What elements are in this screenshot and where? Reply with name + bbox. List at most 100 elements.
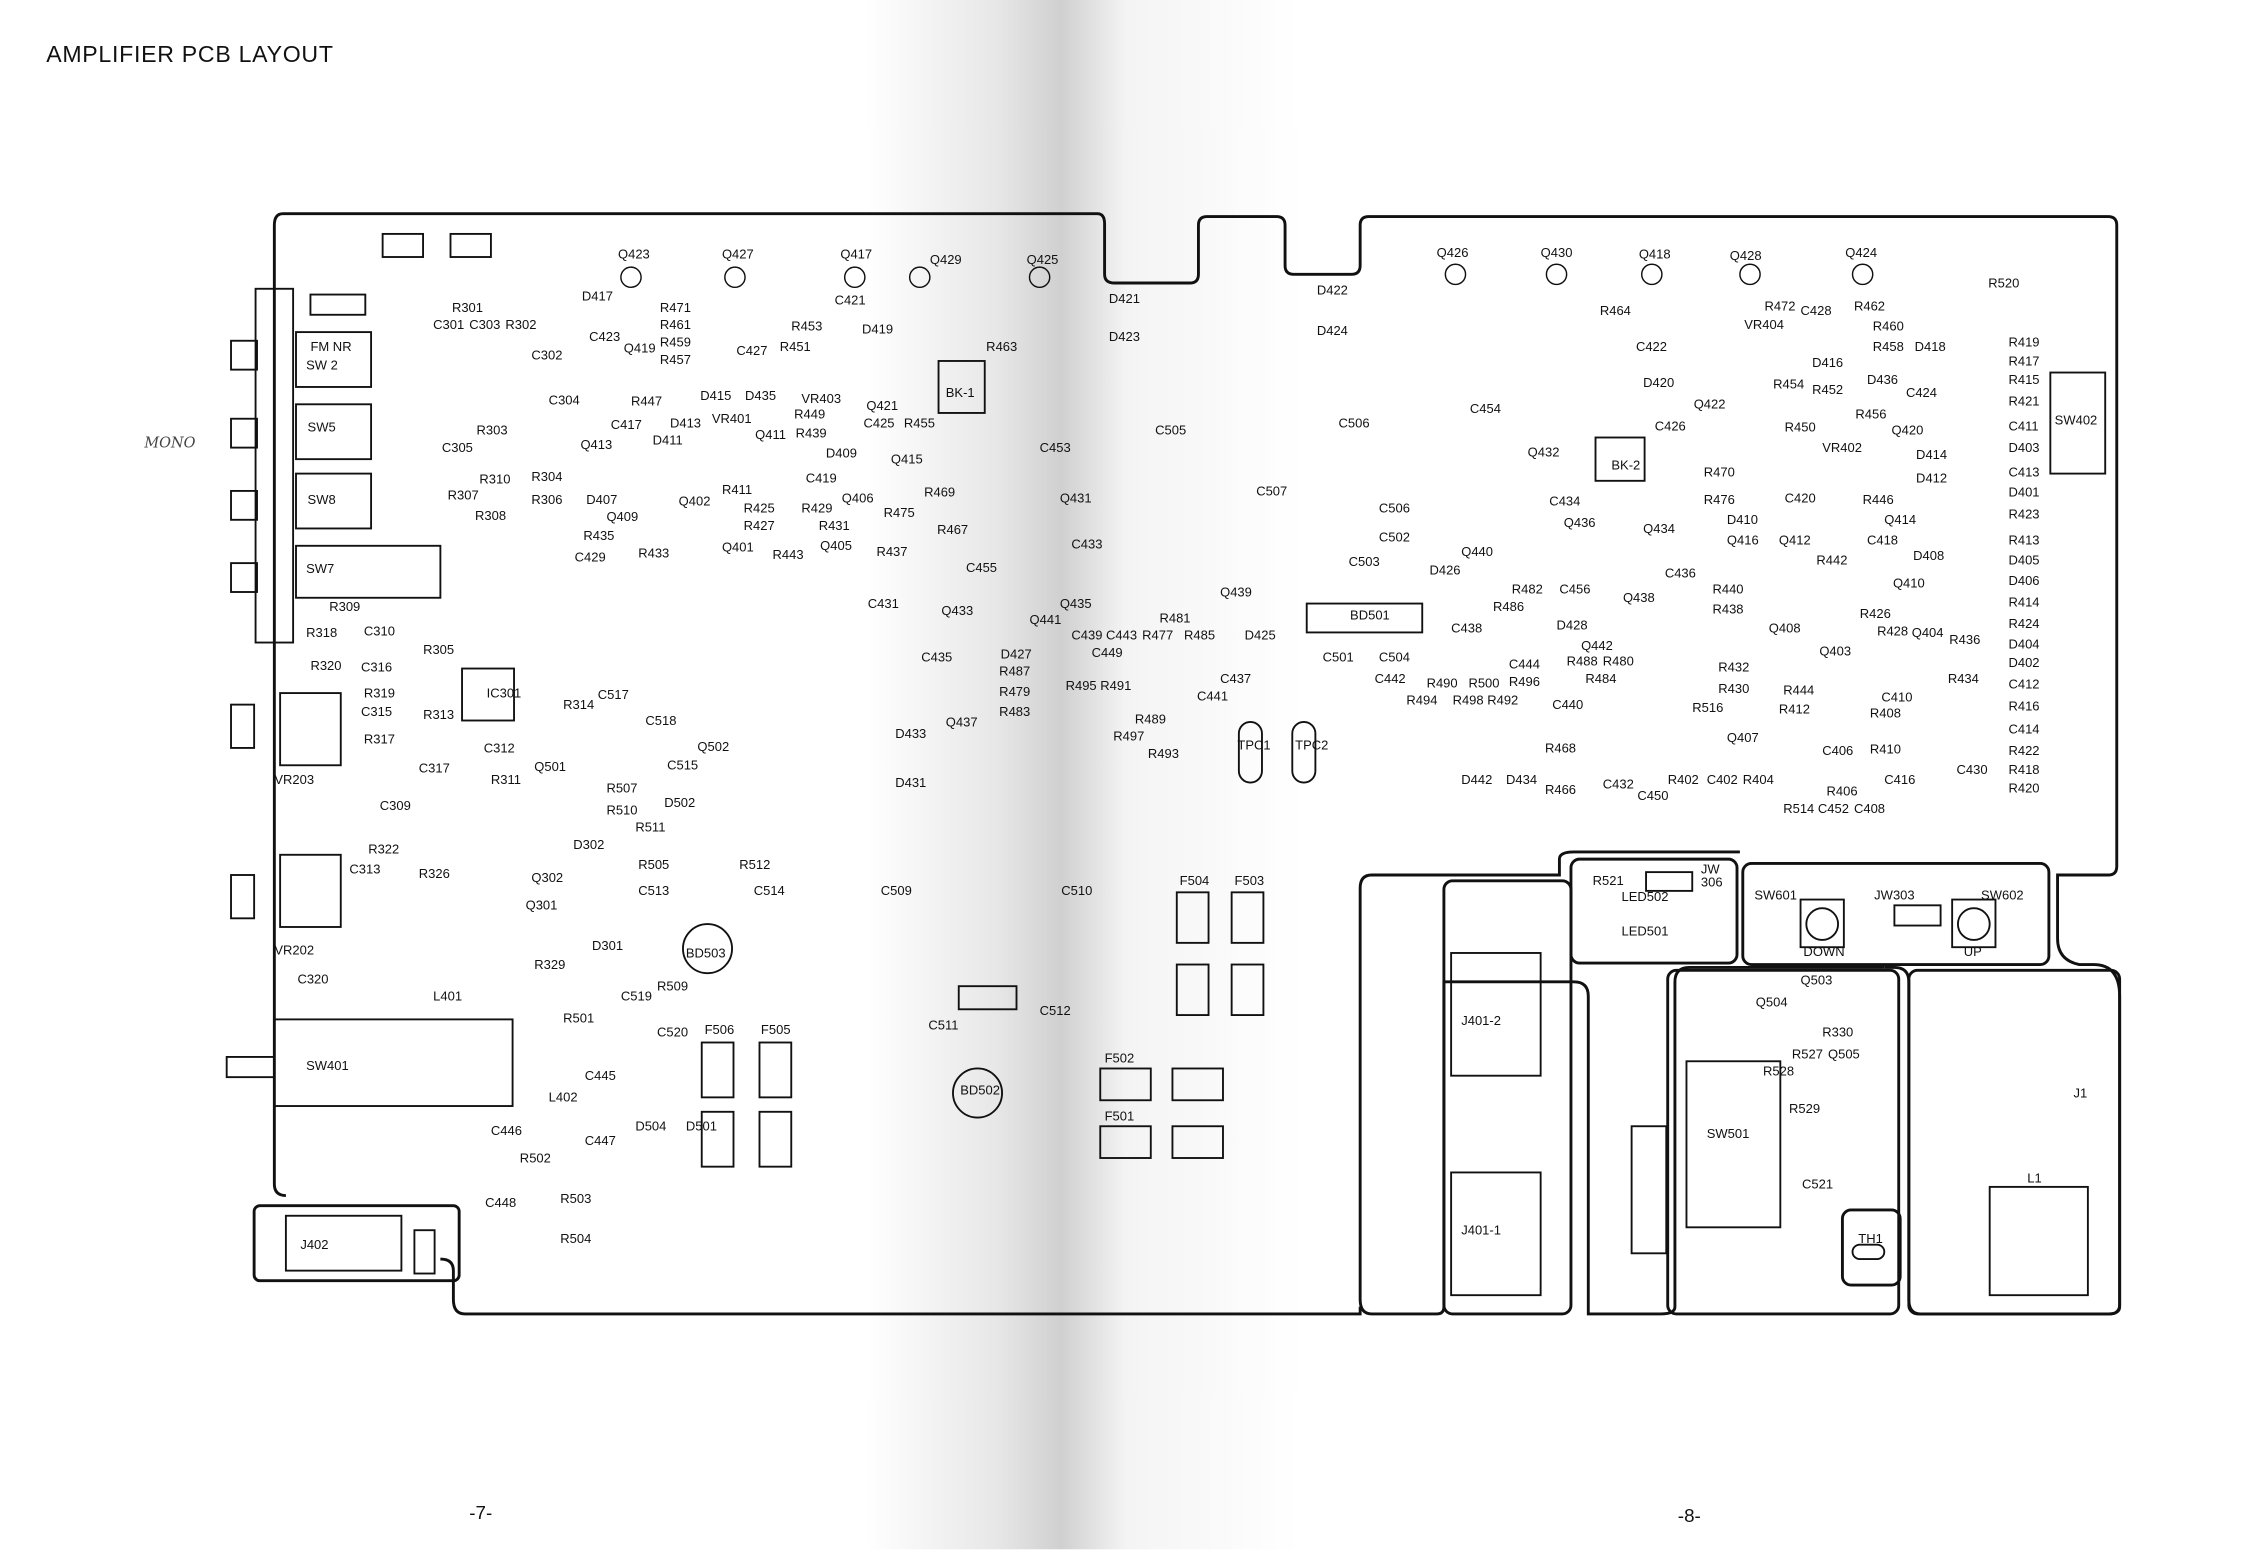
component-label: R479 [999,684,1031,699]
component-label: R466 [1544,782,1577,798]
component-label: R402 [1667,772,1699,787]
component-label: SW402 [2054,412,2098,428]
component-label: R487 [999,664,1031,679]
component-label: R460 [1872,319,1904,334]
component-label: BK-1 [945,385,975,400]
component-label: Q424 [1845,245,1878,260]
component-label: D407 [586,492,618,507]
component-label: D427 [1000,646,1032,662]
component-label: R308 [475,508,507,523]
component-label: D406 [2008,573,2040,588]
component-label: R495 [1065,678,1097,694]
component-label: C447 [584,1133,616,1148]
component-label: R509 [656,978,689,994]
component-label: J401-2 [1461,1013,1501,1029]
j401-panel [1442,879,1573,1316]
component-label: C503 [1348,554,1380,569]
component-label: C411 [2008,418,2039,434]
component-label: D416 [1812,355,1844,370]
component-label: R486 [1492,599,1525,614]
component-label: JW 306 [1700,862,1723,890]
component-label: C514 [753,883,785,899]
component-label: D415 [700,388,732,403]
component-label: C445 [584,1068,616,1083]
component-label: R411 [721,482,753,497]
component-label: C450 [1637,788,1669,803]
component-label: R449 [794,407,826,422]
component-label: R482 [1511,581,1543,597]
component-label: C423 [589,329,621,344]
component-label: Q420 [1891,423,1924,438]
updown-subboard [1741,862,2051,966]
component-label: C416 [1884,772,1916,787]
component-label: C502 [1378,529,1410,545]
component-label: C301 [433,317,465,333]
component-label: R502 [519,1150,551,1166]
component-label: D502 [664,795,696,811]
component-label: R446 [1862,492,1894,507]
component-label: LED502 [1621,889,1669,904]
component-label: C420 [1784,490,1816,506]
component-label: R304 [531,469,563,484]
component-label: R462 [1853,298,1886,314]
component-label: R404 [1742,772,1774,787]
component-label: C507 [1256,483,1288,499]
component-label: DOWN [1803,944,1845,959]
component-label: Q438 [1622,590,1655,605]
component-label: SW7 [306,561,335,577]
component-label: SW602 [1981,887,2024,903]
component-label: D431 [895,775,927,790]
component-label: D412 [1916,470,1948,486]
component-label: R303 [476,423,508,438]
component-label: Q410 [1892,576,1925,591]
component-label: Q427 [721,246,754,262]
component-label: R514 [1783,801,1815,816]
component-label: SW8 [307,492,336,507]
component-label: R516 [1692,700,1724,715]
component-label: Q436 [1563,515,1596,530]
component-label: C402 [1706,772,1738,787]
component-label: R418 [2008,762,2040,777]
component-label: R467 [937,522,969,538]
component-label: C434 [1549,493,1581,509]
component-label: R471 [659,300,691,315]
component-label: R443 [772,547,804,562]
component-label: R408 [1869,706,1901,721]
component-label: C418 [1866,532,1899,548]
component-label: R302 [505,317,537,333]
component-label: D418 [1914,339,1946,354]
component-label: Q434 [1643,521,1675,536]
component-label: R501 [563,1010,595,1026]
component-label: Q439 [1220,584,1252,600]
component-label: Q441 [1029,612,1062,627]
component-label: C455 [965,560,998,575]
component-label: Q442 [1581,638,1613,653]
component-label: C446 [490,1123,522,1138]
component-label: C429 [574,550,606,565]
component-label: R529 [1788,1101,1821,1117]
component-label: BD502 [960,1082,1000,1098]
component-label: D411 [652,433,683,448]
component-label: D402 [2008,655,2040,670]
component-label: C408 [1853,801,1886,816]
component-label: C430 [1956,762,1988,777]
component-label: R527 [1791,1046,1823,1062]
component-label: R320 [310,658,342,673]
component-label: C511 [928,1017,959,1033]
component-label: VR404 [1744,317,1784,333]
component-label: R311 [490,772,522,787]
component-label: Q423 [617,246,650,262]
component-label: R414 [2008,594,2040,610]
component-label: R318 [306,625,338,640]
component-label: TPC2 [1295,737,1329,753]
component-label: Q412 [1778,532,1811,548]
component-label: C421 [834,293,866,308]
component-label: C517 [597,687,629,702]
component-label: R511 [635,820,666,835]
component-label: F505 [760,1022,791,1037]
component-label: Q426 [1436,245,1469,260]
component-label: R488 [1566,654,1598,669]
component-label: C449 [1091,645,1123,660]
component-label: R469 [924,485,956,500]
component-label: C444 [1508,656,1540,672]
